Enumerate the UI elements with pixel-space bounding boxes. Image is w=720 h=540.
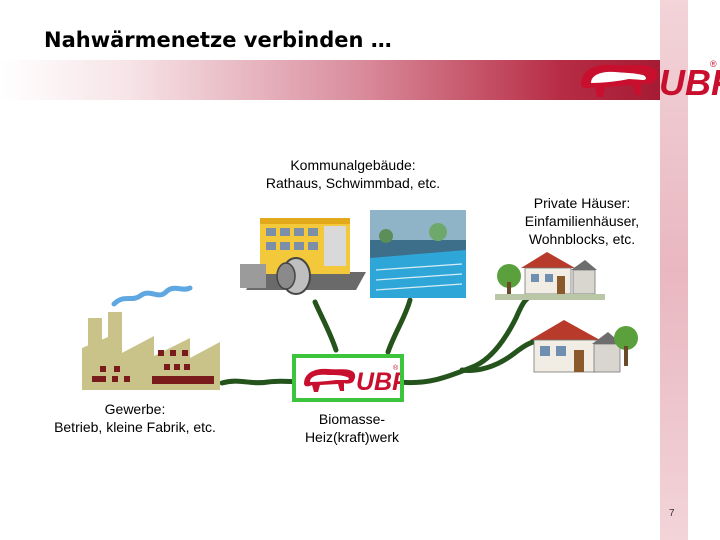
private-house-upper-icon — [495, 252, 605, 300]
header-gradient-band — [0, 60, 660, 100]
heat-wave-icon — [111, 285, 193, 307]
pipe-factory-plant — [219, 378, 305, 386]
pipe-plant-house-upper — [395, 291, 539, 386]
biomasse-label-line2: Heiz(kraft)werk — [304, 429, 400, 445]
kommunal-illustration — [240, 210, 466, 298]
town-hall-icon — [240, 218, 366, 295]
private-label-line1: Private Häuser: — [533, 195, 631, 211]
slide-title: Nahwärmenetze verbinden … — [44, 28, 392, 52]
factory-illustration — [82, 285, 220, 390]
pipe-plant-house-lower — [459, 337, 543, 373]
plant-registered-mark: ® — [393, 364, 399, 372]
logo-text: UBP — [659, 62, 720, 103]
private-label: Private Häuser: Einfamilienhäuser, Wohnb… — [498, 194, 666, 248]
pipe-plant-kommunal-left — [312, 299, 339, 353]
private-house-lower-icon — [530, 320, 638, 373]
kommunal-label: Kommunalgebäude: Rathaus, Schwimmbad, et… — [238, 156, 468, 192]
factory-icon — [82, 312, 220, 390]
bison-icon — [581, 64, 658, 97]
kommunal-label-line1: Kommunalgebäude: — [290, 157, 416, 173]
page-number: 7 — [669, 508, 675, 519]
gewerbe-label: Gewerbe: Betrieb, kleine Fabrik, etc. — [28, 400, 242, 436]
private-label-line2: Einfamilienhäuser, — [524, 213, 640, 229]
pipe-plant-kommunal-right — [385, 297, 413, 355]
biomasse-label-line1: Biomasse- — [318, 411, 386, 427]
gewerbe-label-line1: Gewerbe: — [104, 401, 166, 417]
private-label-line3: Wohnblocks, etc. — [528, 231, 636, 247]
plant-logo-text: UBP — [356, 368, 400, 396]
biomasse-label: Biomasse- Heiz(kraft)werk — [284, 410, 420, 446]
right-decor-bar — [660, 0, 688, 540]
biomass-plant-box: UBP ® — [292, 354, 409, 402]
swimming-pool-icon — [370, 210, 466, 298]
registered-mark: ® — [710, 59, 717, 69]
plant-ubp-logo: UBP ® — [304, 364, 409, 396]
plant-bison-icon — [304, 368, 356, 392]
gewerbe-label-line2: Betrieb, kleine Fabrik, etc. — [54, 419, 216, 435]
ubp-logo: UBP ® — [581, 59, 720, 103]
kommunal-label-line2: Rathaus, Schwimmbad, etc. — [265, 175, 441, 191]
